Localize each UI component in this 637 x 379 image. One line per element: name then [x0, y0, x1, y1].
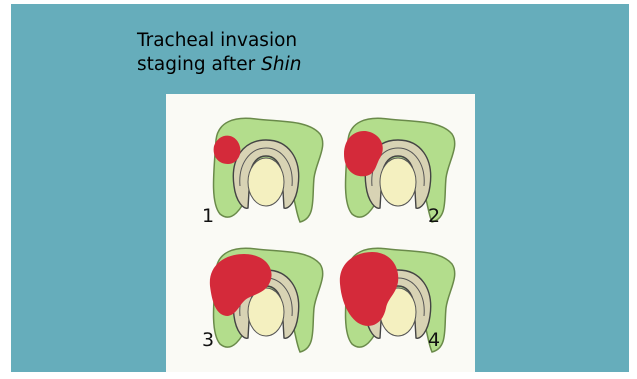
stage-3-label: 3 — [202, 330, 214, 350]
illustration-panel: 1 2 3 4 — [166, 94, 475, 372]
title-line-2-prefix: staging after — [137, 54, 261, 75]
stage-4-label: 4 — [428, 330, 440, 350]
slide-title: Tracheal invasion staging after Shin — [137, 29, 301, 77]
stage-2-label: 2 — [428, 206, 440, 226]
stage-2-diagram — [336, 114, 466, 226]
stage-3-diagram — [204, 244, 334, 356]
stage-4-diagram — [336, 244, 466, 356]
stage-1-diagram — [204, 114, 334, 226]
tumor — [214, 136, 241, 164]
title-author: Shin — [261, 54, 301, 75]
title-line-1: Tracheal invasion — [137, 29, 301, 53]
tracheal-lumen — [248, 158, 284, 206]
stage-1-label: 1 — [202, 206, 214, 226]
title-line-2: staging after Shin — [137, 53, 301, 77]
tracheal-lumen — [380, 158, 416, 206]
